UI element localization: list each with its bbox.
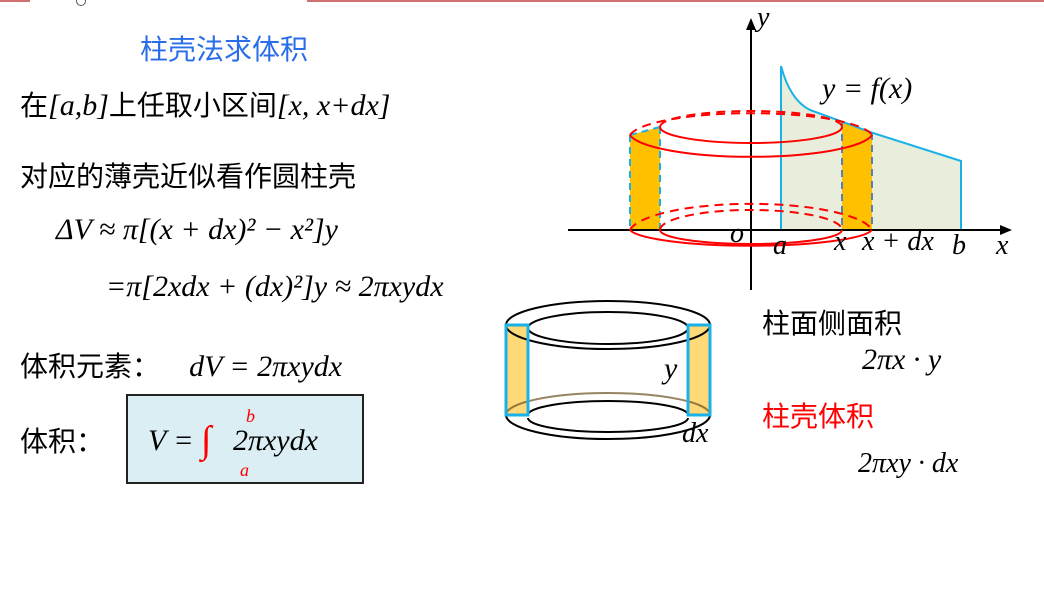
interval-statement: 在[a,b]上任取小区间[x, x+dx]	[20, 84, 390, 124]
logo-icon	[76, 0, 86, 6]
shell-volume-label: 柱壳体积	[762, 400, 875, 433]
interval-middle: 上任取小区间	[108, 89, 277, 122]
shell-approx-statement: 对应的薄壳近似看作圆柱壳	[20, 160, 357, 193]
y-axis-arrow-icon	[746, 18, 756, 30]
upper-limit: b	[246, 406, 255, 426]
curve-label: y = f(x)	[822, 72, 913, 105]
volume-lhs: V =	[148, 424, 194, 457]
interval-ab: [a,b]	[48, 89, 109, 122]
tick-b: b	[952, 230, 966, 261]
tick-x: x	[834, 226, 847, 257]
delta-v-expansion: =π[2xdx + (dx)²]y ≈ 2πxydx	[106, 270, 444, 303]
integral-sign-icon: ∫	[201, 419, 212, 461]
slide-title: 柱壳法求体积	[140, 33, 309, 66]
lower-limit: a	[240, 460, 249, 480]
interval-x-dx: [x, x+dx]	[276, 89, 391, 122]
y-axis-label: y	[757, 2, 770, 33]
volume-formula: V = ∫ b a 2πxydx	[148, 406, 318, 480]
lateral-area-formula: 2πx · y	[862, 343, 942, 376]
volume-element-label: 体积元素：	[20, 350, 161, 383]
lateral-area-label: 柱面侧面积	[762, 307, 903, 340]
x-axis-label: x	[996, 230, 1009, 261]
origin-label: o	[730, 218, 744, 249]
shell-top-rings	[629, 110, 873, 158]
volume-element-row: 体积元素： dV = 2πxydx	[20, 345, 342, 385]
tick-x-plus-dx: x + dx	[862, 226, 934, 257]
integrand: 2πxydx	[232, 424, 318, 457]
delta-v-equation: ΔV ≈ π[(x + dx)² − x²]y	[56, 213, 338, 246]
volume-formula-box: V = ∫ b a 2πxydx	[126, 394, 364, 484]
interval-prefix: 在	[20, 89, 49, 122]
header-rule-left	[0, 0, 30, 2]
header-rule-right	[307, 0, 1044, 2]
shell-volume-formula: 2πxy · dx	[858, 448, 959, 479]
shell-3d-diagram	[504, 300, 712, 440]
volume-element-formula: dV = 2πxydx	[189, 350, 343, 383]
shell-strip-right	[842, 122, 872, 230]
curve-f-of-x	[780, 65, 962, 230]
shell-height-label: y	[664, 352, 678, 385]
shell-thickness-label: dx	[682, 418, 709, 449]
shell-strip-left	[630, 127, 660, 230]
shell-bottom-rings	[629, 202, 873, 247]
volume-label: 体积：	[20, 425, 105, 458]
tick-a: a	[773, 230, 787, 261]
x-axis-arrow-icon	[1000, 225, 1012, 235]
